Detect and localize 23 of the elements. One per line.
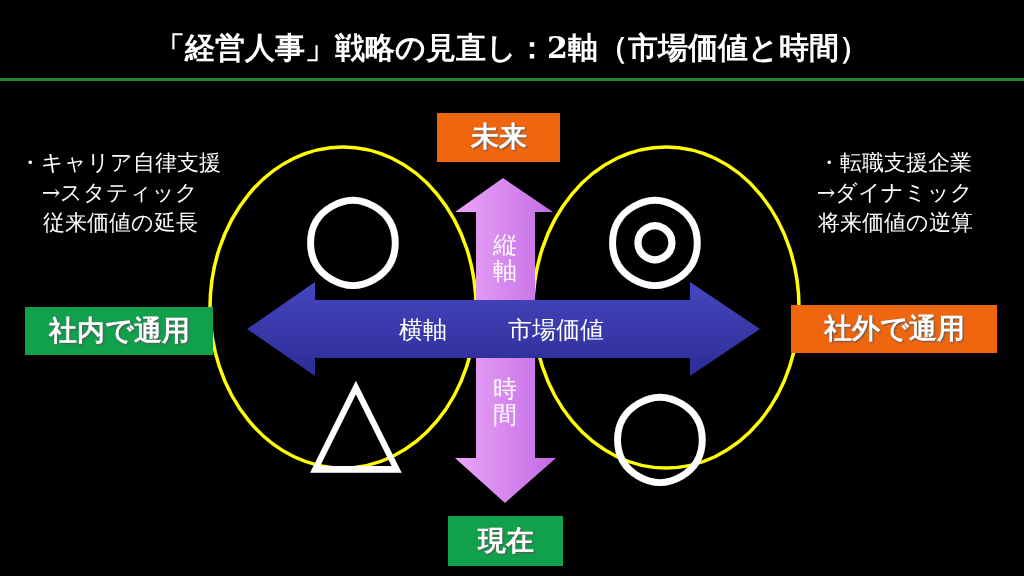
rating-mark: △ [309, 357, 403, 477]
rating-mark: ○ [300, 173, 406, 293]
axis-label: 時間 [493, 375, 517, 429]
axis-label: 市場価値 [508, 316, 604, 344]
note-text: ・転職支援企業 [818, 150, 972, 176]
axis-end-box [25, 307, 213, 355]
axis-end-box [437, 113, 560, 162]
note-text: ・キャリア自律支援 [19, 150, 221, 176]
axis-end-box [791, 305, 997, 353]
note-text: →ダイナミック [816, 180, 974, 206]
slide-title: 「経営人事」戦略の見直し：2軸（市場価値と時間） [155, 30, 869, 64]
axis-end-text: 社内で通用 [48, 315, 190, 347]
rating-mark: ○ [607, 370, 713, 490]
axis-label: 横軸 [399, 316, 447, 344]
axis-end-text: 現在 [477, 525, 534, 557]
rating-mark: ◎ [602, 173, 708, 293]
axis-end-text: 社外で通用 [823, 313, 965, 345]
note-text: 将来価値の逆算 [817, 210, 973, 236]
note-text: 従来価値の延長 [42, 210, 198, 236]
axis-label: 縦軸 [493, 231, 517, 285]
axis-end-box [448, 516, 563, 566]
axis-end-text: 未来 [470, 122, 527, 153]
note-text: →スタティック [41, 180, 199, 206]
